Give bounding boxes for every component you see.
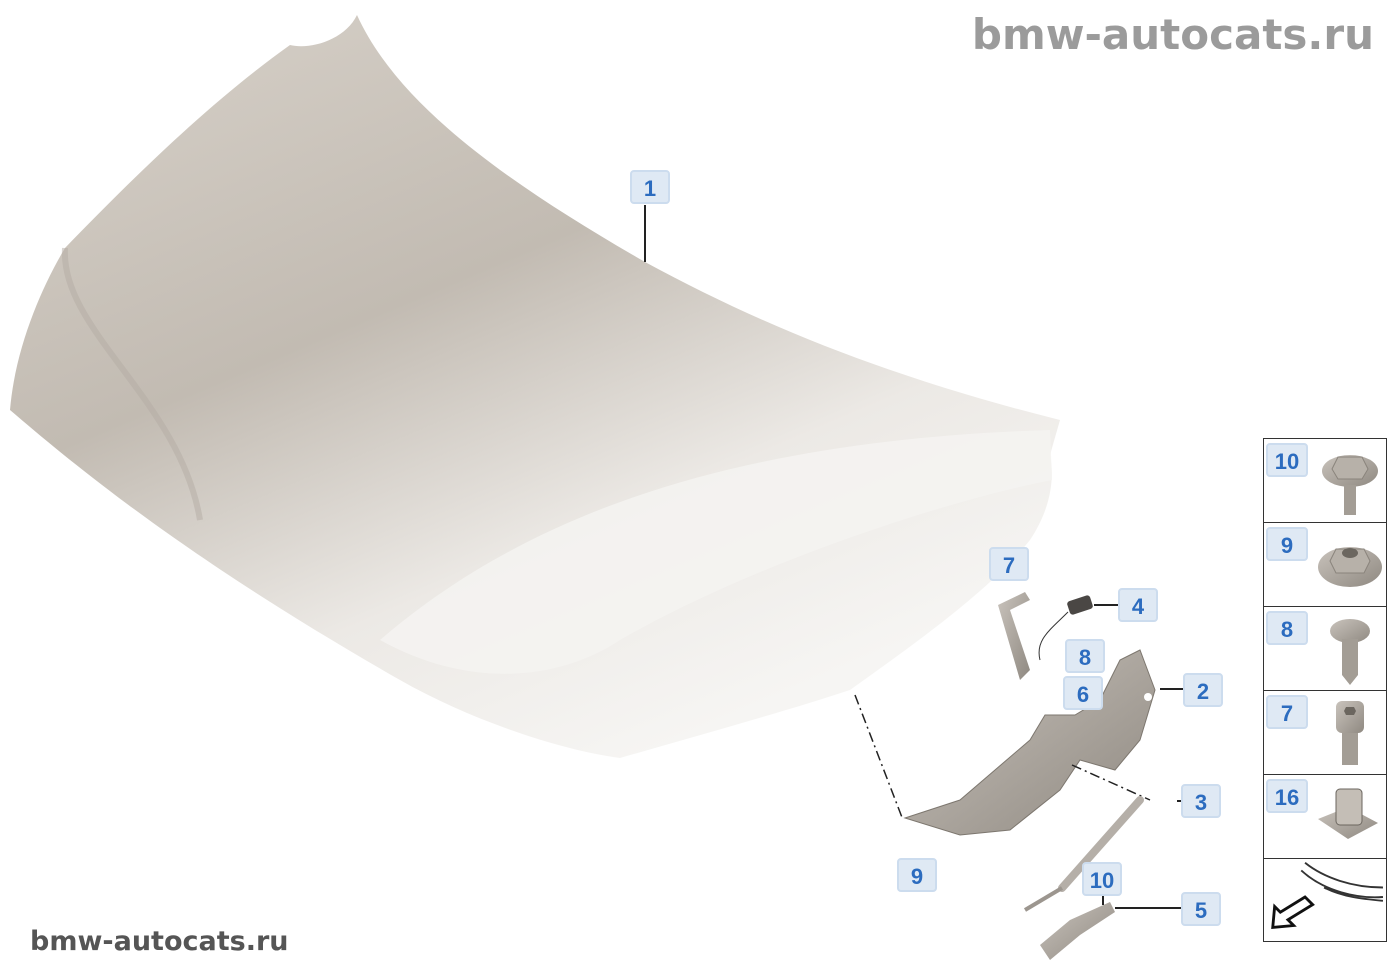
collar-bolt-icon <box>1322 455 1378 515</box>
callout-1-hood[interactable]: 1 <box>630 170 670 204</box>
callout-5-bracket[interactable]: 5 <box>1181 892 1221 926</box>
bracket-part[interactable] <box>1040 902 1115 960</box>
legend-item[interactable]: 7 <box>1264 691 1386 775</box>
legend-item[interactable]: 10 <box>1264 439 1386 523</box>
legend-item[interactable]: 9 <box>1264 523 1386 607</box>
callout-4-connector[interactable]: 4 <box>1118 588 1158 622</box>
legend-label: 9 <box>1266 527 1308 561</box>
connector-part[interactable] <box>998 592 1094 680</box>
callout-7[interactable]: 7 <box>989 547 1029 581</box>
socket-head-bolt-icon <box>1336 701 1364 765</box>
legend-label: 16 <box>1266 779 1308 813</box>
legend-item <box>1264 859 1386 943</box>
callout-2-hinge[interactable]: 2 <box>1183 673 1223 707</box>
legend-label: 8 <box>1266 611 1308 645</box>
callout-3-gas-strut[interactable]: 3 <box>1181 784 1221 818</box>
hinge-part[interactable] <box>903 649 1156 836</box>
vehicle-front-arrow-icon <box>1271 862 1384 929</box>
watermark-top: bmw-autocats.ru <box>971 10 1374 59</box>
callout-9[interactable]: 9 <box>897 858 937 892</box>
legend-item[interactable]: 16 <box>1264 775 1386 859</box>
callout-6[interactable]: 6 <box>1063 676 1103 710</box>
legend-item[interactable]: 8 <box>1264 607 1386 691</box>
collar-nut-icon <box>1318 547 1382 587</box>
clip-nut-icon <box>1318 788 1378 839</box>
callout-10[interactable]: 10 <box>1082 862 1122 896</box>
hex-bolt-icon <box>1330 619 1370 685</box>
legend-label: 10 <box>1266 443 1308 477</box>
hood-panel[interactable] <box>10 15 1060 758</box>
legend-label: 7 <box>1266 695 1308 729</box>
fastener-legend: 10 9 8 7 16 <box>1263 438 1387 942</box>
watermark-bottom: bmw-autocats.ru <box>30 926 289 957</box>
callout-8[interactable]: 8 <box>1065 639 1105 673</box>
gas-strut-part[interactable] <box>1023 796 1144 912</box>
